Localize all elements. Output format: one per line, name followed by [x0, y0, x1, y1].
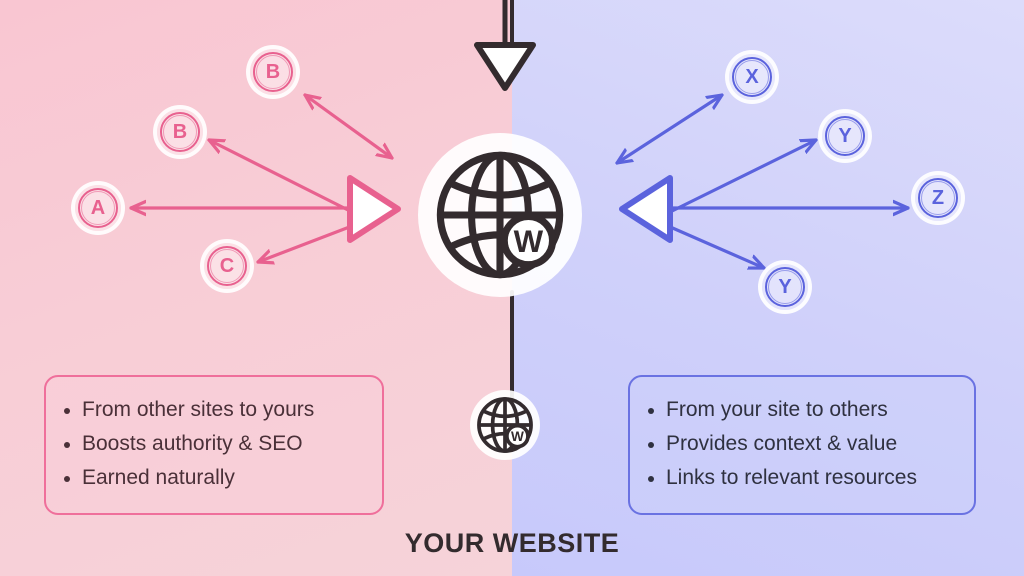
divider-line-top — [510, 0, 514, 60]
list-item: Boosts authority & SEO — [60, 427, 364, 461]
node-ring-inner — [81, 191, 115, 225]
node-ring-inner — [828, 119, 862, 153]
node-label: X — [745, 66, 759, 88]
node-label: A — [90, 197, 106, 219]
arrow-to-y-lower — [666, 224, 766, 268]
list-item: From other sites to yours — [60, 393, 364, 427]
node-label: Z — [931, 187, 945, 209]
node-label: Y — [838, 125, 852, 147]
blue-arrow-group — [615, 93, 910, 268]
globe-w-icon-small: W — [470, 390, 540, 460]
globe-badge-letter-small: W — [511, 429, 524, 444]
node-ring-outer — [253, 52, 293, 92]
arrow-to-b-mid — [207, 138, 354, 214]
outbound-bullet-list: From your site to others Provides contex… — [644, 393, 956, 495]
arrow-to-y-upper — [666, 138, 818, 215]
globe-badge-letter: W — [514, 224, 544, 259]
node-a[interactable]: A — [75, 185, 121, 231]
top-inbound-marker — [474, 0, 536, 91]
node-ring-outer — [825, 116, 865, 156]
node-ring-inner — [163, 115, 197, 149]
node-c[interactable]: C — [204, 243, 250, 289]
node-label: Y — [778, 276, 792, 298]
node-ring-outer — [207, 246, 247, 286]
node-x[interactable]: X — [729, 54, 775, 100]
list-item: Links to relevant resources — [644, 461, 956, 495]
node-b-mid[interactable]: B — [157, 109, 203, 155]
node-label: C — [219, 255, 235, 277]
node-ring-outer — [732, 57, 772, 97]
arrow-to-c — [256, 224, 354, 262]
outbound-links-info-box: From your site to others Provides contex… — [628, 375, 976, 515]
list-item: Earned naturally — [60, 461, 364, 495]
play-triangle-right-icon — [347, 175, 401, 243]
globe-graphic: W — [436, 151, 564, 279]
node-ring-outer — [78, 188, 118, 228]
arrow-to-x — [615, 93, 724, 165]
node-ring-inner — [256, 55, 290, 89]
node-y-lower[interactable]: Y — [762, 264, 808, 310]
play-triangle-left-icon — [619, 175, 673, 243]
arrow-to-b-top — [303, 93, 394, 160]
node-ring-inner — [210, 249, 244, 283]
node-y-upper[interactable]: Y — [822, 113, 868, 159]
node-ring-outer — [918, 178, 958, 218]
node-label: B — [265, 61, 281, 83]
node-ring-outer — [765, 267, 805, 307]
node-label: B — [172, 121, 188, 143]
list-item: Provides context & value — [644, 427, 956, 461]
globe-w-icon: W — [418, 133, 582, 297]
list-item: From your site to others — [644, 393, 956, 427]
globe-graphic-small: W — [477, 397, 533, 453]
backlinks-bullet-list: From other sites to yours Boosts authori… — [60, 393, 364, 495]
node-ring-outer — [160, 112, 200, 152]
page-title: YOUR WEBSITE — [404, 528, 620, 558]
node-ring-inner — [735, 60, 769, 94]
node-ring-inner — [921, 181, 955, 215]
pink-arrow-group — [129, 93, 401, 262]
node-ring-inner — [768, 270, 802, 304]
divider-line-bottom — [510, 290, 514, 400]
node-z[interactable]: Z — [915, 175, 961, 221]
backlinks-info-box: From other sites to yours Boosts authori… — [44, 375, 384, 515]
node-b-top[interactable]: B — [250, 49, 296, 95]
